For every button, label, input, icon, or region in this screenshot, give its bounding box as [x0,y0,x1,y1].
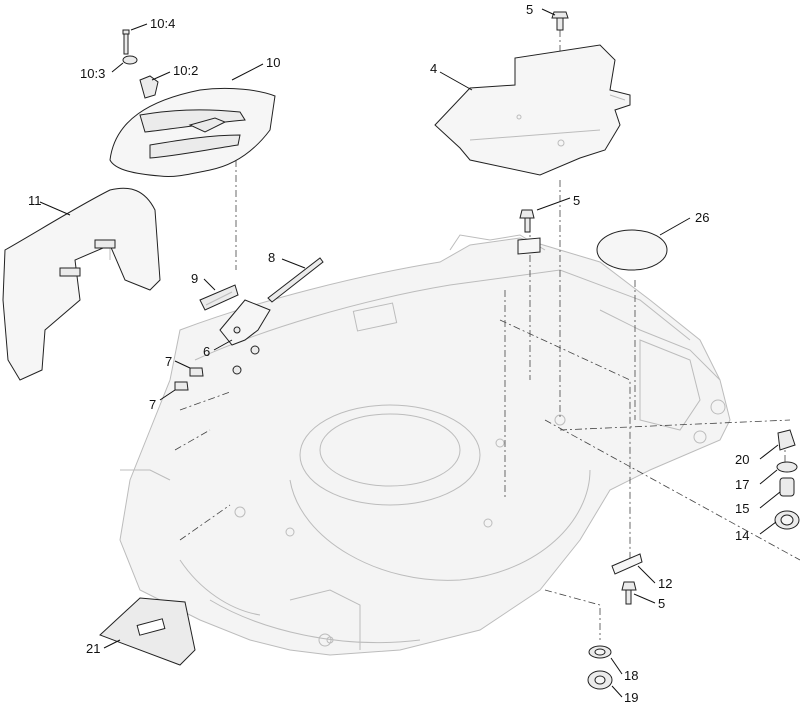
part-4-deflector-plate[interactable] [434,44,631,176]
callout-21: 21 [86,641,100,656]
part-8-rod[interactable] [267,257,324,303]
part-11-flap[interactable] [2,187,161,381]
part-15-bushing[interactable] [779,477,795,497]
part-5-low-bolt[interactable] [621,581,637,605]
callout-6: 6 [203,344,210,359]
callout-5-low: 5 [658,596,665,611]
callout-15: 15 [735,501,749,516]
callout-10: 10 [266,55,280,70]
callout-12: 12 [658,576,672,591]
callout-17: 17 [735,477,749,492]
callout-18: 18 [624,668,638,683]
part-5-top-bolt[interactable] [551,11,569,31]
callout-labels: 10:4 10:3 10:2 10 5 4 11 5 26 9 8 6 7 7 … [28,2,749,705]
part-17-washer[interactable] [776,461,798,473]
part-20-knob[interactable] [777,429,796,451]
callout-14: 14 [735,528,749,543]
part-19-nut[interactable] [587,670,613,690]
part-7-screw-a[interactable] [189,367,204,377]
part-10-rear-cover[interactable] [109,87,276,177]
part-10-3-washer[interactable] [122,55,138,65]
leader-lines [39,8,781,698]
callout-7b: 7 [149,397,156,412]
callout-8: 8 [268,250,275,265]
callout-10-4: 10:4 [150,16,175,31]
callout-4: 4 [430,61,437,76]
part-26-decal[interactable] [596,229,668,271]
part-12-bracket[interactable] [611,553,643,575]
part-6-bracket[interactable] [219,299,271,375]
part-10-2-clip[interactable] [139,75,159,99]
mower-deck [119,234,731,656]
callout-7a: 7 [165,354,172,369]
callout-5-mid: 5 [573,193,580,208]
part-5-mid-bolt[interactable] [517,209,541,255]
callout-19: 19 [624,690,638,705]
callout-11: 11 [28,193,42,208]
part-10-4-screw[interactable] [122,29,130,55]
callout-9: 9 [191,271,198,286]
part-21-plate[interactable] [99,597,196,666]
part-7-screw-b[interactable] [174,381,189,391]
callout-20: 20 [735,452,749,467]
callout-10-3: 10:3 [80,66,105,81]
callout-5-top: 5 [526,2,533,17]
callout-26: 26 [695,210,709,225]
part-14-nut[interactable] [774,510,800,530]
callout-10-2: 10:2 [173,63,198,78]
part-18-washer[interactable] [588,645,612,659]
part-9-spring[interactable] [199,284,239,311]
